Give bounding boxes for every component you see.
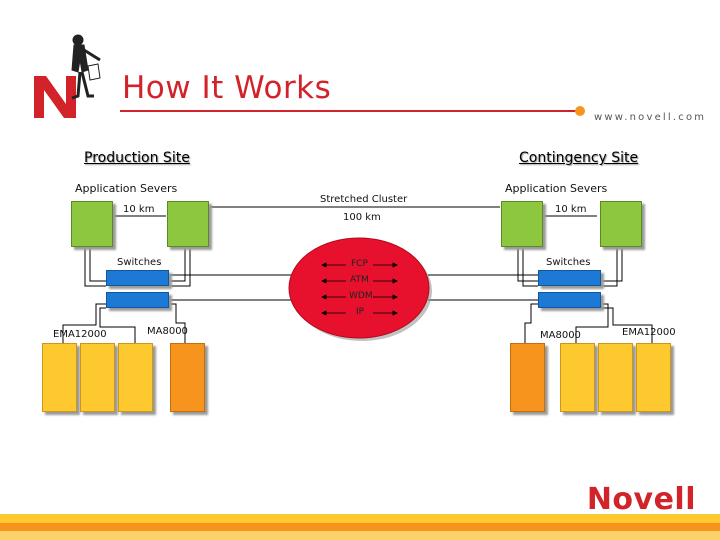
right-storage-a-label: MA8000 <box>540 330 581 341</box>
right-app-servers-label: Application Severs <box>505 182 608 195</box>
left-storage-unit-1 <box>42 343 77 412</box>
left-switch-2 <box>106 292 169 308</box>
right-server-1 <box>501 201 543 247</box>
left-server-2 <box>167 201 209 247</box>
production-site-label: Production Site <box>84 150 190 166</box>
left-distance-label: 10 km <box>123 204 155 215</box>
stretched-cluster-label: Stretched Cluster <box>320 194 408 205</box>
header-rule <box>120 102 720 116</box>
left-storage-a-label: EMA12000 <box>53 329 107 340</box>
right-storage-unit-2 <box>560 343 595 412</box>
right-storage-unit-4 <box>636 343 671 412</box>
left-storage-unit-3 <box>118 343 153 412</box>
right-storage-unit-3 <box>598 343 633 412</box>
novell-n-logo <box>28 30 118 126</box>
left-server-1 <box>71 201 113 247</box>
right-server-2 <box>600 201 642 247</box>
protocol-ip: IP <box>356 307 365 317</box>
right-distance-label: 10 km <box>555 204 587 215</box>
protocol-wdm: WDM <box>349 291 373 301</box>
contingency-site-label: Contingency Site <box>519 150 639 166</box>
protocol-fcp: FCP <box>351 259 368 269</box>
left-storage-unit-4 <box>170 343 205 412</box>
footer-stripe-yellow <box>0 514 720 523</box>
right-switches-label: Switches <box>546 257 591 268</box>
left-switches-label: Switches <box>117 257 162 268</box>
website-url: www.novell.com <box>594 112 707 123</box>
right-switch-2 <box>538 292 601 308</box>
right-storage-b-label: EMA12000 <box>622 327 676 338</box>
center-distance-label: 100 km <box>343 212 381 223</box>
footer-stripe-light <box>0 531 720 540</box>
protocol-atm: ATM <box>350 275 369 285</box>
left-storage-b-label: MA8000 <box>147 326 188 337</box>
left-app-servers-label: Application Severs <box>75 182 178 195</box>
novell-wordmark: Novell <box>586 482 696 517</box>
left-storage-unit-2 <box>80 343 115 412</box>
footer-stripe-orange <box>0 523 720 531</box>
right-storage-unit-1 <box>510 343 545 412</box>
left-switch-1 <box>106 270 169 286</box>
page-title: How It Works <box>122 70 332 106</box>
right-switch-1 <box>538 270 601 286</box>
